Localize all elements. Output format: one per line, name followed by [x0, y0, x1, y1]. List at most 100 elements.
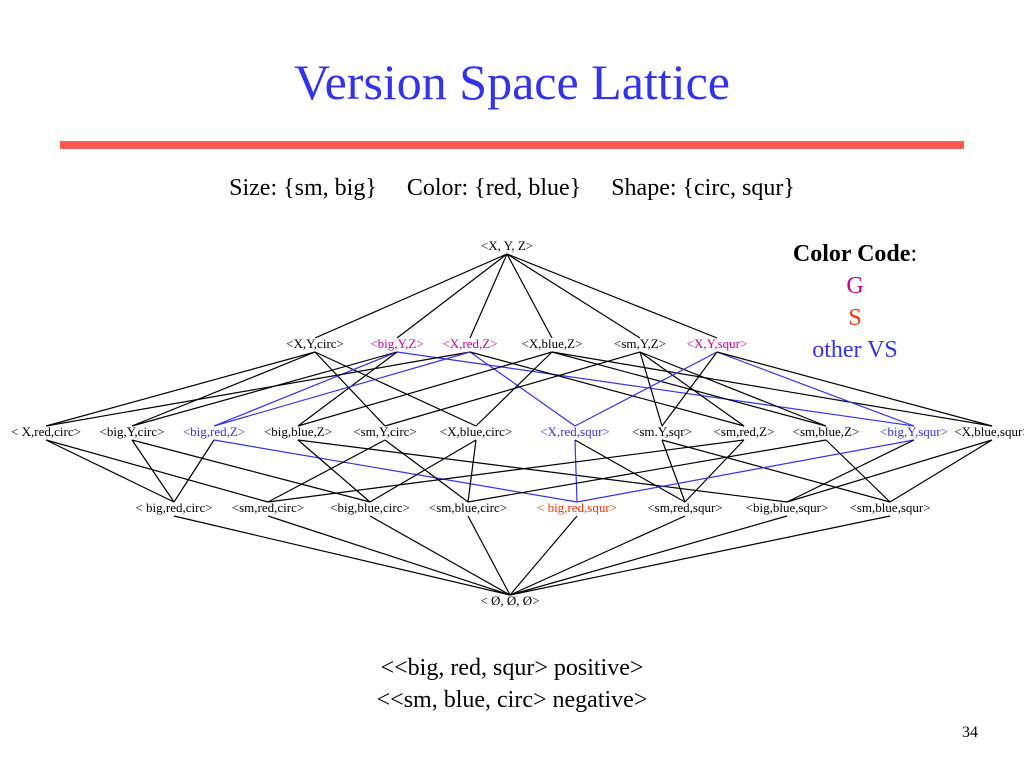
lattice-edge	[509, 515, 891, 596]
attribute-domains: Size: {sm, big} Color: {red, blue} Shape…	[0, 172, 1024, 204]
lattice-node-empty: < Ø, Ø, Ø>	[480, 593, 539, 608]
lattice-edge	[369, 515, 511, 596]
lattice-node-bYZ: <big,Y,Z>	[370, 336, 423, 351]
lattice-edge	[131, 439, 371, 503]
lattice-node-sbc: <sm,blue,circ>	[429, 500, 507, 515]
legend-item-other-vs: other VS	[812, 337, 898, 363]
lattice-edge	[469, 253, 508, 339]
color-domain: Color: {red, blue}	[406, 175, 582, 201]
lattice-edge	[716, 351, 993, 427]
legend-item-s: S	[848, 305, 862, 331]
lattice-edge	[639, 351, 745, 427]
positive-example: <<big, red, squr> positive>	[380, 655, 644, 681]
lattice-node-XYs: <X,Y,squr>	[687, 336, 748, 351]
lattice-edge	[469, 351, 745, 427]
lattice-node-bbs: <big,blue,squr>	[746, 500, 829, 515]
slide-title: Version Space Lattice	[294, 54, 730, 110]
lattice-edge	[369, 439, 477, 503]
lattice-node-src: <sm,red,circ>	[232, 500, 304, 515]
lattice-edge	[267, 439, 386, 503]
lattice-edge	[506, 253, 641, 339]
lattice-node-XrZ: <X,red,Z>	[442, 336, 497, 351]
lattice-node-Xrs: <X,red,squr>	[540, 424, 610, 439]
lattice-edge	[639, 351, 827, 427]
version-space-edge	[213, 439, 578, 503]
lattice-edge	[297, 351, 398, 427]
title-underline	[60, 141, 964, 149]
lattice-edge	[506, 253, 553, 339]
lattice-edge	[297, 439, 788, 503]
lattice-edge	[639, 351, 663, 427]
lattice-node-sYs: <sm.Y,sqr>	[632, 424, 692, 439]
lattice-edge	[506, 253, 718, 339]
lattice-edge	[45, 351, 316, 427]
lattice-node-sbs: <sm,blue,squr>	[849, 500, 930, 515]
lattice-edge	[314, 351, 386, 427]
lattice-edge	[173, 439, 215, 503]
version-space-edge	[576, 439, 915, 503]
lattice-node-bYs: <big,Y,squr>	[880, 424, 948, 439]
lattice-edge	[467, 439, 827, 503]
lattice-edge	[661, 439, 891, 503]
lattice-edge	[384, 351, 641, 427]
lattice-node-bbZ: <big,blue,Z>	[264, 424, 332, 439]
lattice-edge	[131, 439, 175, 503]
lattice-edge	[509, 515, 578, 596]
lattice-node-brc: < big,red,circ>	[135, 500, 212, 515]
lattice-node-brZ: <big,red,Z>	[183, 424, 245, 439]
lattice-node-srs: <sm,red,squr>	[647, 500, 722, 515]
version-space-edge	[469, 351, 576, 427]
legend-heading: Color Code	[792, 241, 911, 267]
lattice-node-XbZ: <X,blue,Z>	[522, 336, 583, 351]
lattice-edge	[314, 351, 477, 427]
lattice-edge	[509, 515, 788, 596]
legend-item-g: G	[846, 273, 864, 299]
lattice-node-XYc: <X,Y,circ>	[286, 336, 344, 351]
version-space-edge	[213, 351, 471, 427]
lattice-edge	[786, 439, 915, 503]
negative-example: <<sm, blue, circ> negative>	[376, 687, 648, 713]
lattice-edge	[684, 439, 745, 503]
color-code-legend: Color Code: G S other VS	[770, 238, 940, 366]
lattice-node-bYc: <big,Y,circ>	[100, 424, 165, 439]
lattice-node-Xrc: < X,red,circ>	[11, 424, 81, 439]
lattice-edge	[825, 439, 891, 503]
lattice-edge	[467, 515, 511, 596]
lattice-edge	[786, 439, 993, 503]
version-space-edge	[574, 351, 718, 427]
lattice-node-XYZ: <X, Y, Z>	[481, 238, 533, 253]
lattice-edge	[173, 515, 511, 596]
legend-heading-colon: :	[910, 241, 918, 267]
lattice-node-brs: < big,red,squr>	[537, 500, 617, 515]
lattice-node-Xbs: <X,blue,squr>	[954, 424, 1024, 439]
page-number: 34	[962, 724, 978, 741]
lattice-edges	[45, 253, 993, 596]
lattice-node-sYZ: <sm,Y,Z>	[614, 336, 666, 351]
lattice-edge	[509, 515, 686, 596]
version-space-edge	[716, 351, 915, 427]
lattice-edge	[297, 439, 371, 503]
lattice-edge	[45, 439, 175, 503]
lattice-edge	[314, 253, 508, 339]
lattice-edge	[384, 439, 469, 503]
lattice-edge	[131, 351, 316, 427]
lattice-edge	[889, 439, 993, 503]
training-examples: <<big, red, squr> positive> <<sm, blue, …	[0, 652, 1024, 716]
lattice-edge	[396, 253, 508, 339]
lattice-node-Xbc: <X,blue,circ>	[440, 424, 512, 439]
lattice-edge	[661, 351, 718, 427]
lattice-edge	[267, 439, 745, 503]
version-space-edge	[213, 351, 398, 427]
lattice-edge	[45, 351, 471, 427]
lattice-edge	[267, 515, 511, 596]
lattice-nodes: <X, Y, Z> <X,Y,circ> <big,Y,Z> <X,red,Z> <X,…	[11, 238, 1024, 608]
version-space-edge	[396, 351, 915, 427]
version-space-edge	[574, 439, 578, 503]
lattice-node-bbc: <big,blue,circ>	[330, 500, 410, 515]
lattice-node-sbZ: <sm,blue,Z>	[793, 424, 860, 439]
lattice-edge	[297, 351, 553, 427]
size-domain: Size: {sm, big}	[229, 175, 377, 201]
lattice-edge	[574, 439, 686, 503]
lattice-node-srZ: <sm,red,Z>	[714, 424, 775, 439]
